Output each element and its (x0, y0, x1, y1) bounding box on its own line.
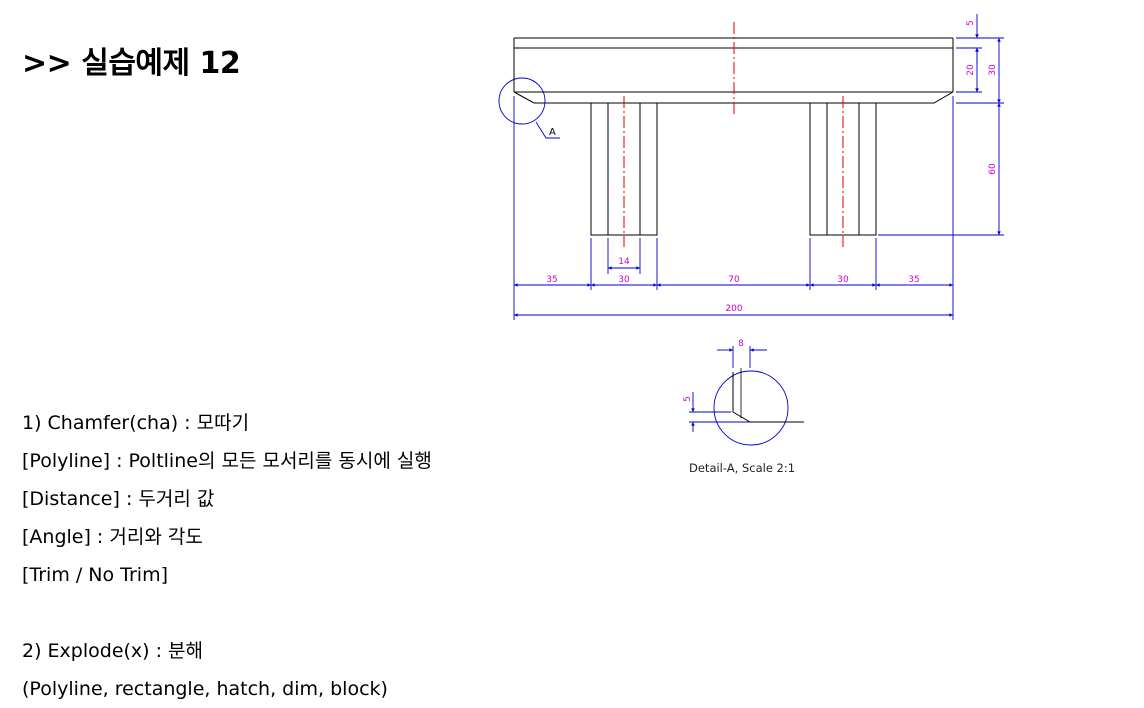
dim-text-5: 5 (966, 20, 976, 26)
note-chamfer: 1) Chamfer(cha) : 모따기 (22, 412, 250, 434)
dim-text-30-right: 30 (837, 275, 849, 285)
dim-text-30-vertical: 30 (988, 64, 998, 76)
dim-text-14: 14 (618, 257, 630, 267)
dim-text-20: 20 (966, 64, 976, 76)
dimension-lines (498, 14, 1004, 320)
note-polyline: [Polyline] : Poltline의 모든 모서리를 동시에 실행 (22, 450, 432, 472)
centerlines (623, 22, 844, 247)
note-angle: [Angle] : 거리와 각도 (22, 526, 203, 548)
dim-text-60: 60 (988, 163, 998, 175)
dim-text-70: 70 (728, 275, 740, 285)
detail-dim-text-8: 8 (738, 339, 744, 349)
notes-block: 1) Chamfer(cha) : 모따기 [Polyline] : Poltl… (22, 404, 622, 708)
dim-text-30-left: 30 (618, 275, 630, 285)
detail-chamfer-edge (732, 372, 804, 423)
page-title: >> 실습예제 12 (22, 46, 241, 81)
detail-dim-text-5: 5 (683, 396, 693, 402)
callout-label-a: A (549, 127, 556, 138)
note-explode-targets: (Polyline, rectangle, hatch, dim, block) (22, 678, 388, 700)
note-explode: 2) Explode(x) : 분해 (22, 640, 204, 662)
detail-caption: Detail-A, Scale 2:1 (689, 461, 795, 475)
dim-text-35-right: 35 (908, 275, 919, 285)
dim-text-200: 200 (725, 304, 742, 314)
note-trim: [Trim / No Trim] (22, 564, 169, 586)
dim-text-35-left: 35 (546, 275, 557, 285)
dimension-texts: 5 20 30 60 14 35 30 70 30 35 200 (546, 20, 998, 314)
detail-a-view: 8 5 Detail-A, Scale 2:1 (683, 339, 804, 475)
note-distance: [Distance] : 두거리 값 (22, 488, 215, 510)
